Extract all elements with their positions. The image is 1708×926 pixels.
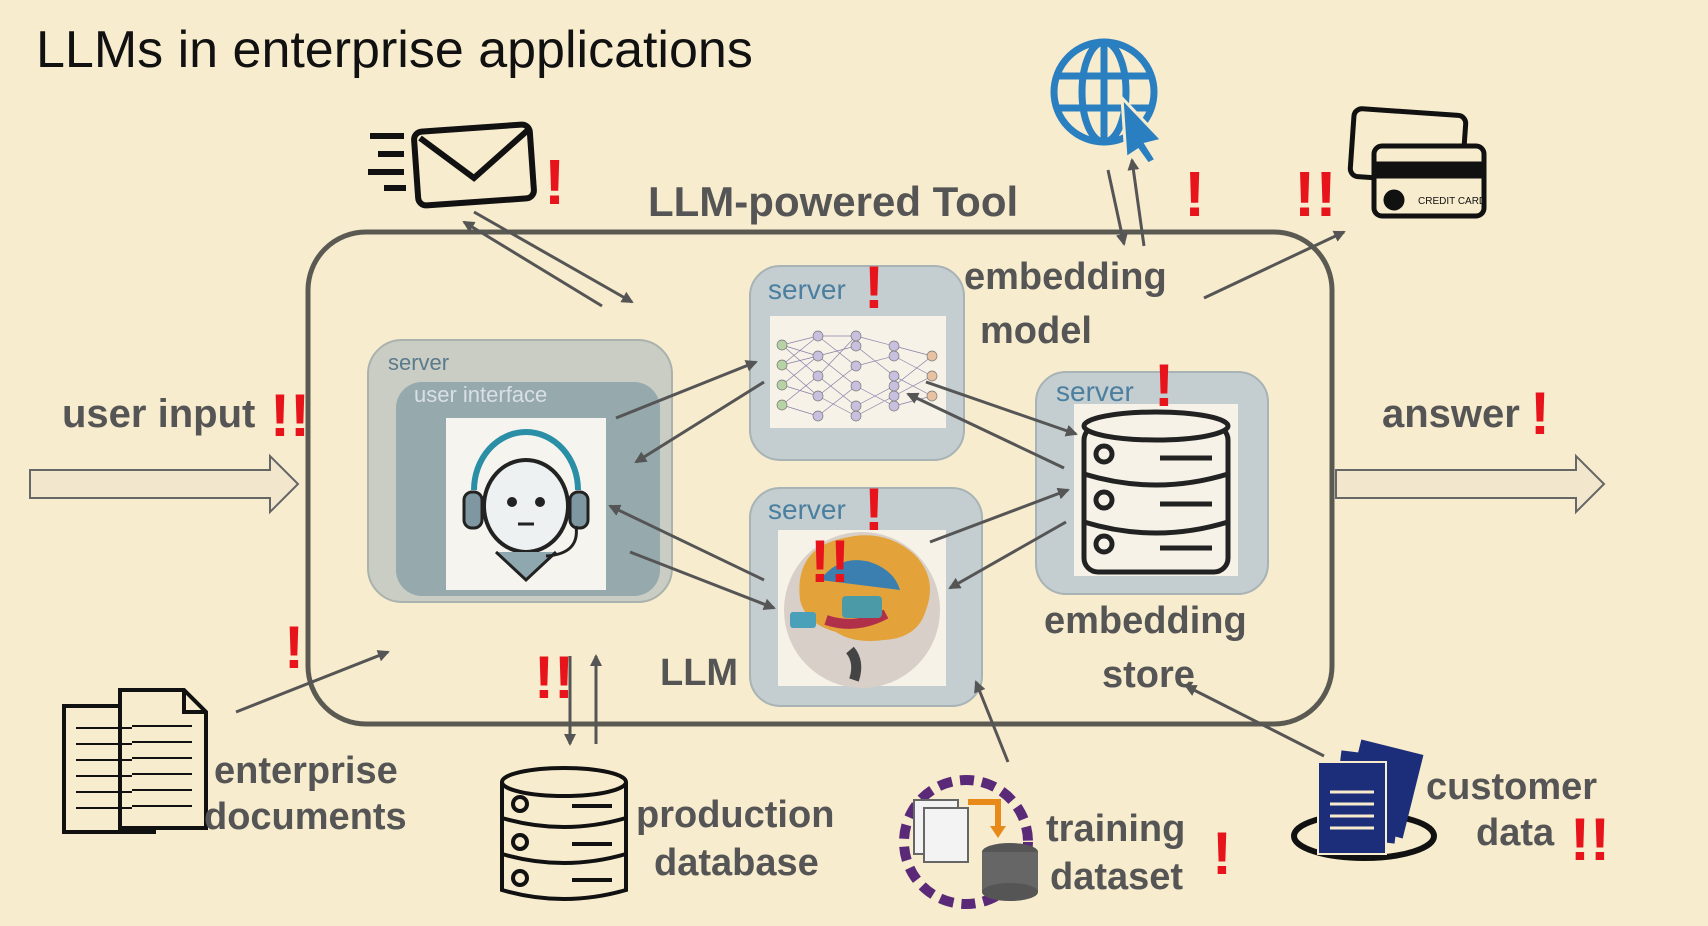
production-db-label-1: production [636,794,835,836]
risk-mark-database: !! [534,644,574,711]
page-title: LLMs in enterprise applications [36,21,753,79]
connector-arrows [235,158,1346,763]
embedding-to-store-arrow [925,380,1078,437]
output-arrow-shape [1335,453,1606,515]
risk-mark-llm-server: ! [864,476,884,543]
ui-server-label: server [388,350,450,375]
llm-tool-boundary [305,229,1335,727]
embedding-server-label: server [768,274,846,305]
risk-mark-embedding: ! [864,254,884,321]
production-db-label-2: database [654,842,819,884]
answer-label: answer [1382,392,1520,436]
embedding-store-label-1: embedding [1044,600,1247,642]
ui-to-llm-arrow [629,550,776,610]
database-icon [1081,409,1231,575]
training-dataset-label-1: training [1046,808,1186,850]
store-to-embedding-arrow [906,392,1065,470]
production-database-icon [500,766,628,901]
risk-mark-answer: ! [1530,380,1550,447]
chatbot-icon [462,429,590,583]
risk-mark-llm: !! [810,528,850,595]
documents-to-tool-arrow [235,650,390,714]
risk-mark-store: ! [1154,352,1174,419]
embedding-model-label-1: embedding [964,256,1167,298]
customer-to-store-arrow [1184,684,1325,758]
training-dataset-icon [899,775,1038,909]
customer-data-icon [1291,739,1437,861]
tool-to-email-arrow [462,220,603,308]
embedding-model-label-2: model [980,310,1092,352]
risk-mark-customer: !! [1570,806,1610,873]
user-input-label: user input [62,392,256,436]
risk-mark-documents: ! [284,614,304,681]
store-to-llm-arrow [948,520,1067,590]
risk-mark-globe: ! [1184,158,1206,230]
credit-card-text: CREDIT CARD [1418,196,1487,207]
enterprise-docs-label-1: enterprise [214,750,398,792]
customer-data-label-2: data [1476,812,1555,854]
risk-mark-user-input: !! [270,382,310,449]
input-arrow-shape [29,453,300,515]
enterprise-docs-label-2: documents [204,796,407,838]
email-icon [368,121,537,209]
risk-mark-card: !! [1294,158,1337,230]
store-server-label: server [1056,376,1134,407]
customer-data-label-1: customer [1426,766,1598,808]
llm-to-store-arrow [929,487,1070,544]
email-to-tool-arrow [473,210,634,304]
training-to-llm-arrow [974,680,1010,763]
risk-mark-email: ! [544,146,566,218]
globe-to-tool-arrow [1127,158,1146,247]
llm-server-label: server [768,494,846,525]
globe-icon [1050,38,1165,166]
brain-icon [784,532,940,688]
tool-to-card-arrow [1203,230,1346,300]
neural-network-icon [776,330,938,422]
credit-card-icon [1347,106,1487,219]
risk-mark-training: ! [1212,820,1232,887]
embedding-store-label-2: store [1102,654,1195,696]
embedding-to-ui-arrow [634,380,765,464]
tool-to-globe-arrow [1106,169,1128,246]
llm-label: LLM [660,652,739,694]
training-dataset-label-2: dataset [1050,856,1184,898]
ui-to-embedding-arrow [615,360,758,420]
tool-label: LLM-powered Tool [648,178,1019,225]
llm-to-ui-arrow [608,504,765,582]
documents-icon [62,688,208,834]
ui-inner-label: user interface [414,382,548,407]
